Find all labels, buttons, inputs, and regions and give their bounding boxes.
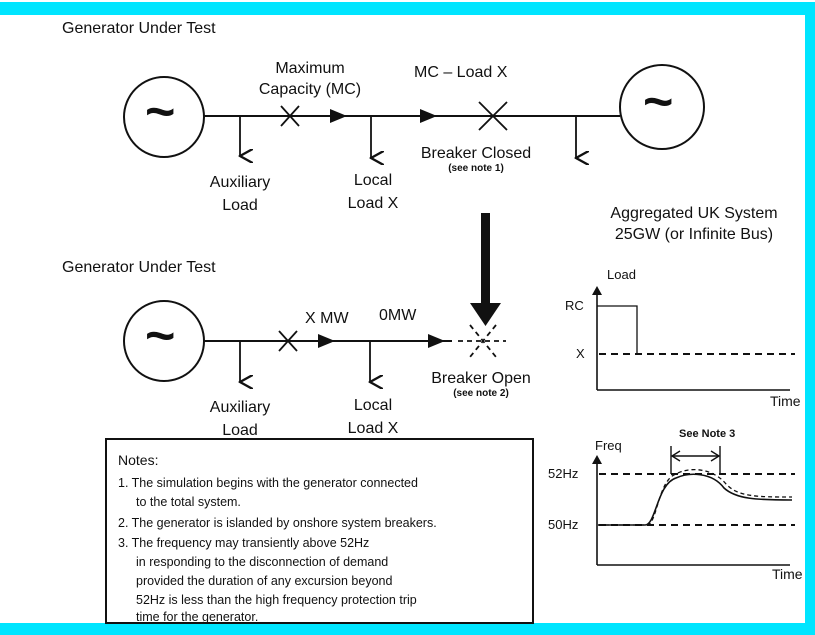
note-line-2: to the total system. <box>136 495 241 509</box>
top-local-load-line2: Load X <box>347 195 399 212</box>
breaker-open-symbol <box>458 324 506 358</box>
cross-xmw <box>278 330 298 352</box>
note-line-3: 2. The generator is islanded by onshore … <box>118 516 437 530</box>
breaker-closed-symbol <box>478 101 508 131</box>
top-aux-load-line2: Load <box>222 197 258 214</box>
freq-chart-xlabel: Time <box>772 566 803 582</box>
bottom-local-load-label: Local Load X <box>328 394 418 440</box>
mc-label-line1: Maximum <box>275 60 345 77</box>
top-local-load-label: Local Load X <box>328 169 418 215</box>
bottom-aux-load-line1: Auxiliary <box>209 399 271 416</box>
top-generator-tilde: ~ <box>145 83 176 141</box>
load-chart-xlabel: Time <box>770 393 801 409</box>
system-symbol <box>619 64 705 150</box>
flow-arrow-mc <box>330 109 347 123</box>
bottom-generator-title: Generator Under Test <box>62 259 216 276</box>
flow-arrow-xmw <box>318 334 335 348</box>
bottom-local-load-line2: Load X <box>347 420 399 437</box>
bottom-aux-load-line2: Load <box>222 422 258 439</box>
bottom-local-load-line1: Local <box>353 397 393 414</box>
system-tilde: ~ <box>643 73 674 131</box>
border-right <box>805 2 815 635</box>
flow-arrow-zeromw <box>428 334 445 348</box>
freq-chart-annotation: See Note 3 <box>679 428 736 440</box>
top-aux-load-label: Auxiliary Load <box>190 171 290 217</box>
bottom-aux-load-label: Auxiliary Load <box>190 396 290 442</box>
top-local-load-line1: Local <box>353 172 393 189</box>
breaker-open-note: (see note 2) <box>453 388 509 399</box>
note-line-7: 52Hz is less than the high frequency pro… <box>136 593 417 607</box>
flow-arrow-mc-load <box>420 109 437 123</box>
note-line-4: 3. The frequency may transiently above 5… <box>118 536 370 550</box>
freq-trace-dashed <box>598 468 793 526</box>
system-label-line1: Aggregated UK System <box>610 205 778 222</box>
bottom-one-line-diagram <box>123 300 506 382</box>
cross-mc <box>280 105 300 127</box>
breaker-closed-note: (see note 1) <box>448 163 504 174</box>
notes-box: Notes: 1. The simulation begins with the… <box>105 438 534 624</box>
mc-label: Maximum Capacity (MC) <box>250 58 370 100</box>
mc-load-label: MC – Load X <box>414 64 508 81</box>
top-one-line-diagram <box>123 64 705 158</box>
note-line-8: time for the generator. <box>136 610 259 624</box>
top-generator-title: Generator Under Test <box>62 20 216 37</box>
system-label: Aggregated UK System 25GW (or Infinite B… <box>576 203 812 245</box>
note-line-5: in responding to the disconnection of de… <box>136 555 389 569</box>
breaker-open-text: Breaker Open <box>431 370 531 387</box>
load-trace <box>597 305 638 354</box>
transition-arrow <box>470 213 501 326</box>
breaker-closed-text: Breaker Closed <box>420 145 532 162</box>
mc-label-line2: Capacity (MC) <box>258 81 362 98</box>
top-aux-load-line1: Auxiliary <box>209 174 271 191</box>
note-line-6: provided the duration of any excursion b… <box>136 574 393 588</box>
load-chart <box>592 286 795 391</box>
notes-heading: Notes: <box>118 452 159 468</box>
freq-chart-50hz-label: 50Hz <box>548 517 579 532</box>
xmw-label: X MW <box>305 310 349 327</box>
freq-trace <box>598 473 793 526</box>
freq-chart-52hz-label: 52Hz <box>548 466 579 481</box>
load-chart-ylabel: Load <box>607 267 636 282</box>
note-line-1: 1. The simulation begins with the genera… <box>118 476 418 490</box>
breaker-open-label: Breaker Open (see note 2) <box>405 370 557 399</box>
load-chart-rc-label: RC <box>565 298 584 313</box>
border-bottom <box>0 623 815 635</box>
system-label-line2: 25GW (or Infinite Bus) <box>614 226 774 243</box>
load-chart-x-label: X <box>576 346 585 361</box>
breaker-closed-label: Breaker Closed (see note 1) <box>400 145 552 174</box>
freq-chart <box>592 446 795 566</box>
bottom-generator-tilde: ~ <box>145 307 176 365</box>
zeromw-label: 0MW <box>379 307 417 324</box>
border-top <box>0 2 815 15</box>
freq-chart-ylabel: Freq <box>595 438 622 453</box>
